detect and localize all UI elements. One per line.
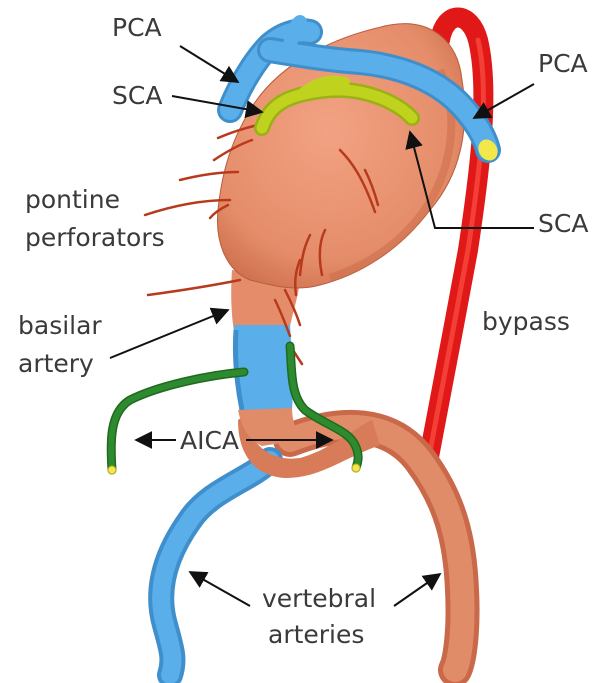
label-vertebral-arteries: vertebral arteries: [262, 584, 376, 649]
svg-text:PCA: PCA: [112, 13, 162, 42]
svg-text:pontine: pontine: [25, 185, 120, 214]
svg-text:PCA: PCA: [538, 49, 588, 78]
pca-vessels: [217, 15, 501, 163]
svg-text:perforators: perforators: [25, 223, 165, 252]
right-vertebral-artery: [273, 409, 480, 683]
label-sca-right: SCA: [538, 209, 588, 238]
bypass-vessel: [418, 7, 494, 472]
left-aica: [106, 367, 249, 475]
left-vertebral-artery: [148, 447, 283, 683]
label-bypass: bypass: [482, 307, 570, 336]
svg-text:bypass: bypass: [482, 307, 570, 336]
arrow-vertebral-left: [188, 571, 251, 607]
label-pca-right: PCA: [538, 49, 588, 78]
arrow-basilar: [109, 307, 230, 359]
svg-text:basilar: basilar: [18, 311, 102, 340]
arrow-vertebral-right: [393, 572, 442, 607]
basilar-artery: [231, 270, 300, 446]
svg-text:artery: artery: [18, 349, 94, 378]
label-pca-left: PCA: [112, 13, 162, 42]
svg-text:SCA: SCA: [112, 81, 162, 110]
label-aica: AICA: [180, 426, 239, 455]
label-pontine-perforators: pontine perforators: [25, 185, 165, 252]
svg-text:SCA: SCA: [538, 209, 588, 238]
label-basilar-artery: basilar artery: [18, 311, 102, 378]
right-aica: [285, 341, 363, 473]
arrow-sca-left: [171, 95, 264, 119]
vertebral-junction: [238, 415, 380, 478]
annotation-arrows: [109, 45, 535, 607]
svg-text:AICA: AICA: [180, 426, 239, 455]
sca-vessels: [254, 75, 420, 136]
arrow-pca-right: [472, 83, 535, 119]
label-sca-left: SCA: [112, 81, 162, 110]
svg-text:vertebral: vertebral: [262, 584, 376, 613]
svg-text:arteries: arteries: [268, 620, 364, 649]
arrow-sca-right: [405, 130, 534, 229]
arrow-pca-left: [179, 45, 240, 83]
pontine-perforators: [143, 123, 380, 366]
